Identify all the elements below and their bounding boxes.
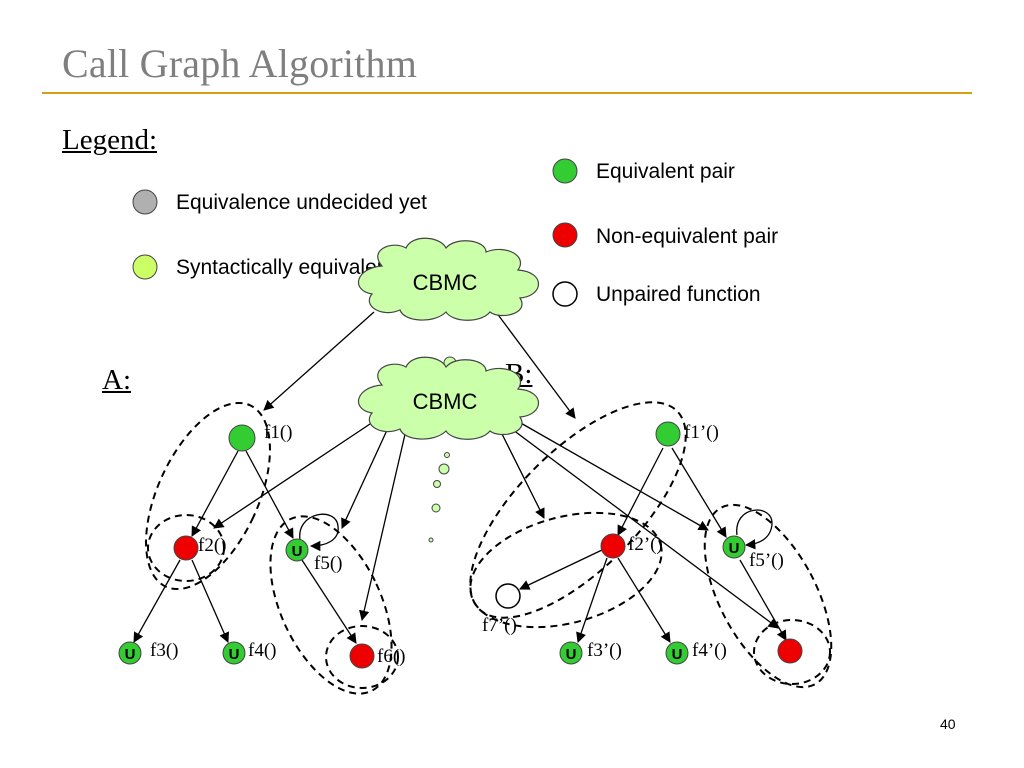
edge-cbmc-lower-f5 bbox=[341, 427, 389, 529]
edge-cbmc-upper-f1p bbox=[495, 311, 576, 419]
thought-bubble-3 bbox=[444, 452, 450, 458]
thought-bubble-4 bbox=[433, 480, 441, 488]
thought-bubble-6 bbox=[428, 537, 434, 543]
cbmc-cloud-lower: CBMC bbox=[357, 356, 539, 440]
edge-f2-f4 bbox=[191, 559, 229, 643]
edge-f5-self bbox=[299, 513, 339, 552]
group-f5p-unnamed bbox=[703, 503, 833, 689]
node-f1p: f1’() bbox=[655, 421, 719, 447]
legend-unpaired-dot bbox=[552, 281, 578, 307]
legend-heading: Legend: bbox=[62, 124, 158, 156]
legend-syntactic-dot bbox=[132, 254, 158, 280]
node-f2: f2() bbox=[173, 535, 226, 561]
edge-f5p-self bbox=[736, 509, 773, 550]
edge-f5-f6 bbox=[301, 559, 357, 644]
edge-cbmc-lower-group bbox=[497, 425, 545, 519]
edge-cbmc-lower-unnamed bbox=[504, 423, 779, 629]
node-f3: U f3() bbox=[118, 640, 178, 665]
node-f3-label: f3() bbox=[150, 640, 178, 661]
edge-f5p-unnamed bbox=[739, 559, 787, 641]
page-number: 40 bbox=[940, 716, 956, 732]
node-f3p-label: f3’() bbox=[587, 640, 622, 661]
node-f4-unpaired-marker: U bbox=[229, 646, 240, 663]
group-f1-f2 bbox=[145, 401, 271, 591]
edge-f2-f3 bbox=[133, 559, 181, 643]
node-f5-unpaired-marker: U bbox=[292, 543, 303, 560]
node-f3-unpaired-marker: U bbox=[125, 646, 136, 663]
node-f1-label: f1() bbox=[264, 422, 292, 443]
edge-f2p-f3p bbox=[576, 557, 608, 643]
node-f4: U f4() bbox=[222, 640, 276, 665]
node-f2-label: f2() bbox=[198, 535, 226, 556]
node-f3p-unpaired-marker: U bbox=[566, 646, 577, 663]
legend-non-equivalent-label: Non-equivalent pair bbox=[596, 225, 779, 248]
node-f1p-label: f1’() bbox=[684, 422, 719, 443]
slide-title: Call Graph Algorithm bbox=[62, 41, 418, 86]
legend-non-equivalent-dot bbox=[552, 222, 578, 248]
title-divider bbox=[42, 92, 972, 94]
group-f2p-f7p bbox=[469, 511, 663, 629]
thought-bubble-5 bbox=[431, 503, 441, 513]
cbmc-lower-label: CBMC bbox=[413, 389, 478, 414]
edge-cbmc-lower-f5p bbox=[511, 417, 709, 531]
node-f4p: U f4’() bbox=[665, 640, 727, 665]
graph-a-label: A: bbox=[102, 364, 131, 396]
thought-bubble-2 bbox=[438, 463, 450, 475]
node-f1: f1() bbox=[228, 422, 292, 452]
edge-cbmc-lower-f2 bbox=[213, 421, 374, 529]
node-unnamed-b bbox=[777, 638, 803, 664]
edge-f1-f2 bbox=[191, 450, 239, 537]
node-f5p: U f5’() bbox=[722, 535, 784, 571]
edge-f2p-f7p bbox=[519, 549, 603, 590]
node-f3p: U f3’() bbox=[559, 640, 622, 665]
node-f5p-unpaired-marker: U bbox=[729, 540, 740, 557]
edge-f1p-f5p bbox=[671, 447, 727, 538]
cbmc-cloud-upper: CBMC bbox=[357, 237, 539, 321]
node-f5: U f5() bbox=[285, 538, 342, 574]
legend-undecided-dot bbox=[132, 189, 158, 215]
legend-equivalent-dot bbox=[552, 158, 578, 184]
group-f2 bbox=[147, 514, 225, 582]
node-f7p-label: f7’() bbox=[482, 615, 517, 636]
node-f7p: f7’() bbox=[482, 583, 521, 636]
node-f2p-label: f2’() bbox=[628, 534, 663, 555]
node-f2p: f2’() bbox=[600, 533, 663, 559]
edge-cbmc-lower-f6 bbox=[359, 429, 407, 622]
node-f4p-unpaired-marker: U bbox=[672, 646, 683, 663]
node-f5-label: f5() bbox=[314, 553, 342, 574]
node-f6: f6() bbox=[349, 643, 405, 669]
legend-equivalent-label: Equivalent pair bbox=[596, 160, 735, 183]
node-f5p-label: f5’() bbox=[749, 550, 784, 571]
group-f6 bbox=[325, 625, 399, 689]
node-f4-label: f4() bbox=[248, 640, 276, 661]
group-f5-f6 bbox=[269, 515, 393, 695]
group-unnamed bbox=[753, 619, 831, 685]
node-f4p-label: f4’() bbox=[692, 640, 727, 661]
node-f6-label: f6() bbox=[377, 646, 405, 667]
edge-cbmc-upper-f1 bbox=[263, 311, 375, 411]
cbmc-upper-label: CBMC bbox=[413, 270, 478, 295]
edge-f2p-f4p bbox=[617, 557, 671, 643]
legend-unpaired-label: Unpaired function bbox=[596, 283, 761, 306]
legend-undecided-label: Equivalence undecided yet bbox=[176, 191, 428, 214]
edge-f1-f5 bbox=[245, 450, 294, 539]
